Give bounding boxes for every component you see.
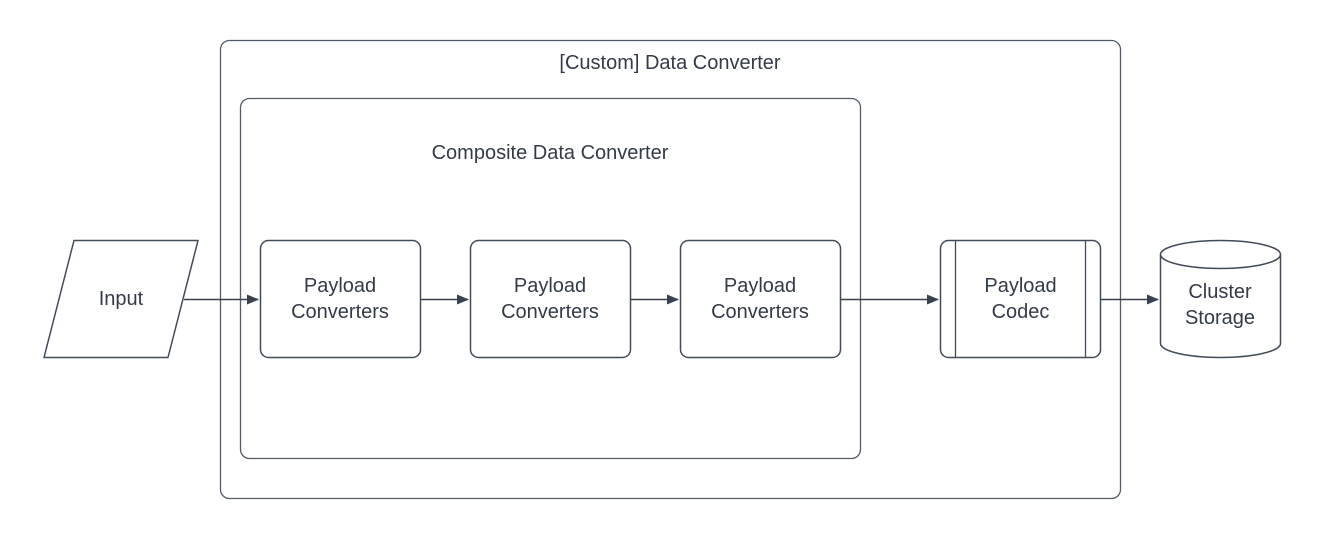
custom-data-converter-container xyxy=(219,39,1122,500)
composite-data-converter-container xyxy=(239,97,862,460)
payload-converter-2-shape xyxy=(469,239,632,359)
input-node-shape xyxy=(43,239,199,359)
cluster-storage-shape xyxy=(1159,239,1282,359)
payload-converter-1-shape xyxy=(259,239,422,359)
payload-converter-3-shape xyxy=(679,239,842,359)
payload-codec-shape xyxy=(939,239,1102,359)
